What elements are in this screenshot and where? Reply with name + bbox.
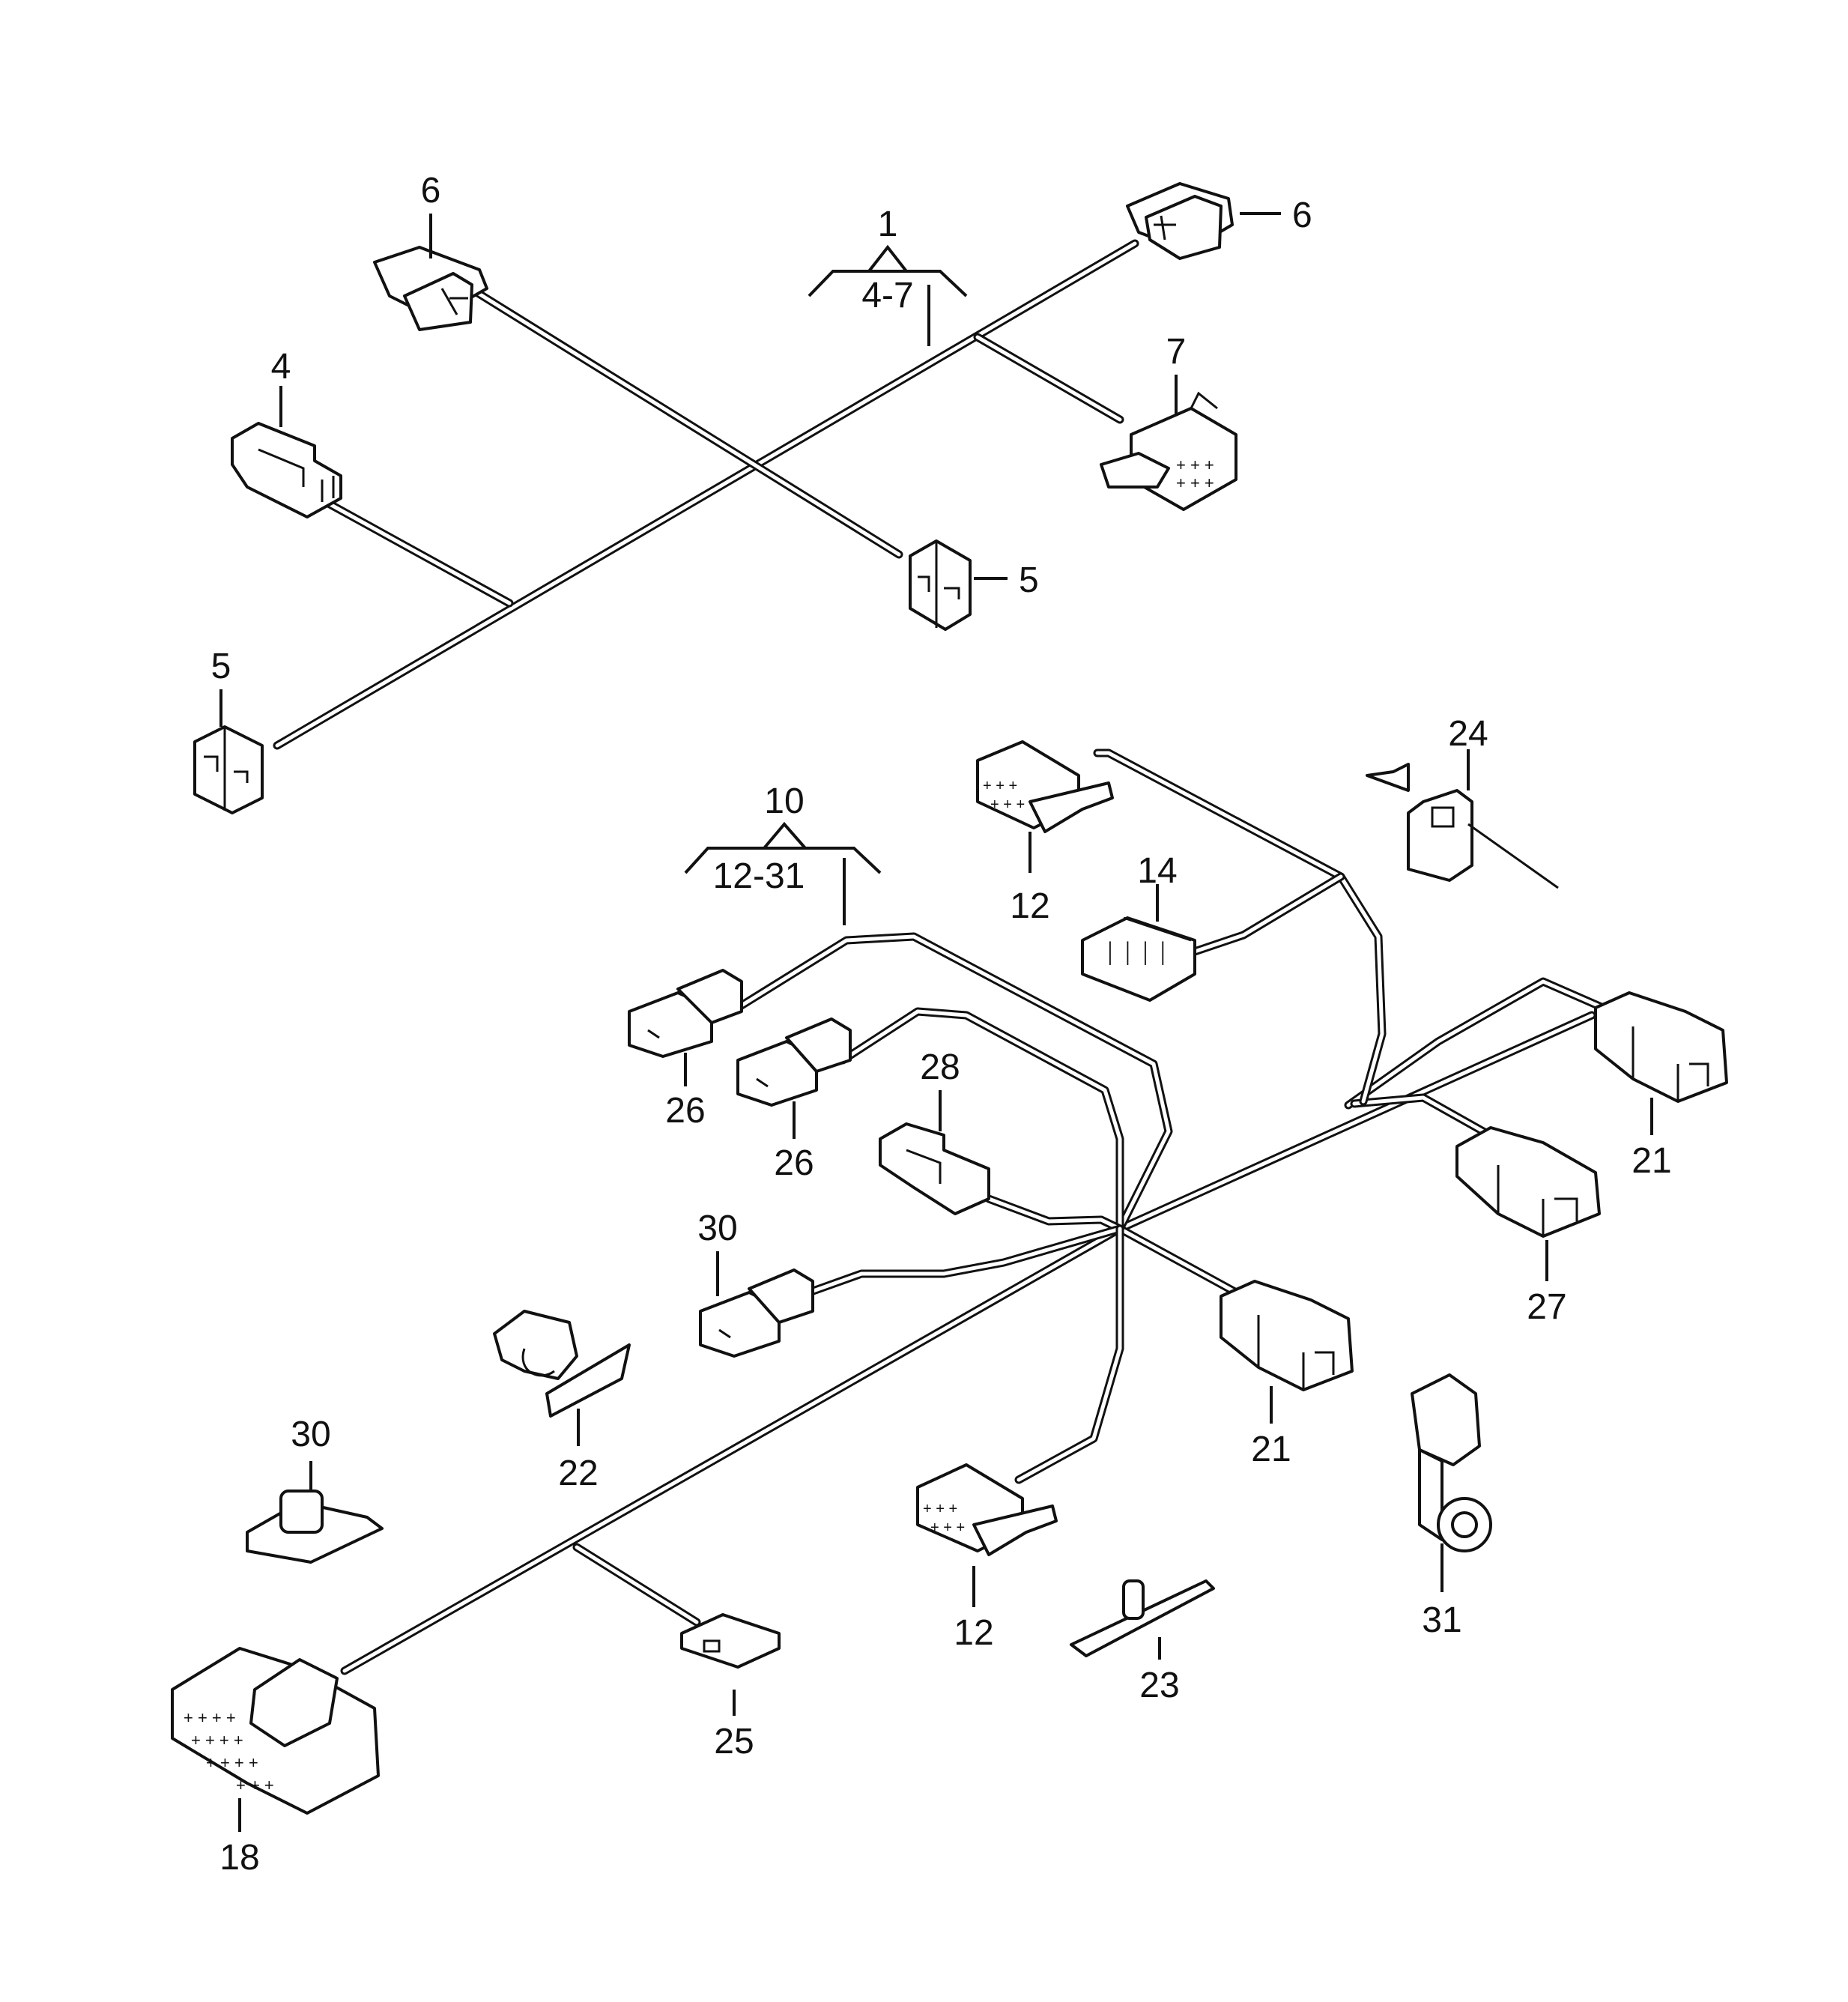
label-26-upper: 26 bbox=[665, 1091, 705, 1131]
label-5-left: 5 bbox=[211, 647, 231, 686]
label-22: 22 bbox=[558, 1454, 598, 1493]
label-26-lower: 26 bbox=[774, 1143, 814, 1183]
connector-6-left[interactable] bbox=[373, 246, 488, 331]
connector-12-lower[interactable]: + + + + + + bbox=[916, 1463, 1058, 1556]
connector-21-right[interactable] bbox=[1594, 991, 1728, 1103]
label-24: 24 bbox=[1448, 714, 1488, 754]
connector-24[interactable] bbox=[1366, 763, 1559, 889]
clip-22[interactable] bbox=[493, 1310, 631, 1418]
callout-6-right: 6 bbox=[1240, 196, 1312, 235]
svg-text:+ + +: + + + bbox=[990, 796, 1025, 813]
callout-25: 25 bbox=[714, 1690, 754, 1761]
label-18: 18 bbox=[219, 1838, 259, 1878]
callout-7: 7 bbox=[1166, 332, 1187, 416]
connector-7[interactable]: + + + + + + bbox=[1100, 391, 1237, 511]
callout-31: 31 bbox=[1422, 1543, 1462, 1640]
connector-26-upper[interactable] bbox=[628, 969, 743, 1058]
label-7: 7 bbox=[1166, 332, 1187, 372]
connector-18[interactable]: + + + + + + + + + + + + + + + bbox=[171, 1647, 380, 1815]
callout-12-upper: 12 bbox=[1010, 832, 1050, 926]
label-30-clip: 30 bbox=[291, 1415, 330, 1454]
svg-text:+ + + +: + + + + bbox=[184, 1708, 236, 1727]
svg-text:+ + +: + + + bbox=[983, 778, 1017, 794]
svg-text:+ + +: + + + bbox=[923, 1501, 957, 1517]
clip-30[interactable] bbox=[246, 1490, 384, 1564]
callout-5-left: 5 bbox=[211, 647, 231, 727]
label-21-center: 21 bbox=[1251, 1430, 1291, 1469]
connector-27[interactable] bbox=[1455, 1126, 1601, 1238]
connector-12-upper[interactable]: + + + + + + bbox=[976, 740, 1114, 833]
label-5-center: 5 bbox=[1019, 560, 1039, 600]
label-30-wired: 30 bbox=[697, 1209, 737, 1248]
connector-26-lower[interactable] bbox=[736, 1017, 852, 1107]
connector-6-right[interactable] bbox=[1126, 182, 1234, 260]
callout-30-clip: 30 bbox=[291, 1415, 331, 1491]
svg-text:+ + + +: + + + + bbox=[206, 1753, 258, 1772]
clip-31[interactable] bbox=[1411, 1373, 1492, 1552]
connector-21-center[interactable] bbox=[1220, 1280, 1354, 1391]
label-21-right: 21 bbox=[1632, 1141, 1671, 1181]
callout-6-left: 6 bbox=[421, 171, 441, 258]
group-10-range: 12-31 bbox=[713, 856, 805, 896]
callout-18: 18 bbox=[219, 1798, 260, 1878]
label-28: 28 bbox=[920, 1047, 960, 1087]
callout-4: 4 bbox=[271, 347, 291, 427]
callouts: 6 6 4 7 5 5 24 12 bbox=[211, 171, 1672, 1878]
label-6-left: 6 bbox=[421, 171, 441, 211]
svg-text:+ + +: + + + bbox=[930, 1519, 965, 1536]
connector-28[interactable] bbox=[879, 1122, 990, 1215]
label-6-right: 6 bbox=[1292, 196, 1312, 235]
svg-text:+ + +: + + + bbox=[236, 1776, 274, 1794]
harness-10-wires bbox=[340, 749, 1608, 1675]
label-12-lower: 12 bbox=[954, 1613, 993, 1653]
label-27: 27 bbox=[1527, 1287, 1566, 1327]
label-4: 4 bbox=[271, 347, 291, 387]
callout-12-lower: 12 bbox=[954, 1566, 994, 1653]
harness-1-wires bbox=[273, 239, 1139, 750]
callout-26-upper: 26 bbox=[665, 1053, 706, 1131]
connector-25[interactable] bbox=[680, 1613, 781, 1669]
callout-28: 28 bbox=[920, 1047, 960, 1131]
callout-27: 27 bbox=[1527, 1240, 1567, 1327]
svg-text:+ + +: + + + bbox=[1176, 456, 1214, 474]
svg-text:+ + +: + + + bbox=[1176, 474, 1214, 492]
callout-21-right: 21 bbox=[1632, 1098, 1672, 1181]
callout-22: 22 bbox=[558, 1409, 599, 1493]
callout-26-lower: 26 bbox=[774, 1101, 814, 1183]
group-1-label: 1 bbox=[878, 205, 898, 244]
harness-1: + + + + + + 1 4-7 bbox=[193, 182, 1237, 814]
connector-4[interactable] bbox=[231, 422, 342, 518]
connector-5-center[interactable] bbox=[909, 539, 972, 631]
label-25: 25 bbox=[714, 1722, 754, 1761]
connector-5-left[interactable] bbox=[193, 725, 264, 814]
harness-10: + + + + + + │ │ │ │ bbox=[171, 740, 1728, 1815]
callout-30-wired: 30 bbox=[697, 1209, 738, 1296]
label-31: 31 bbox=[1422, 1600, 1461, 1640]
connector-30-wired[interactable] bbox=[699, 1268, 814, 1358]
callout-24: 24 bbox=[1448, 714, 1488, 790]
label-14: 14 bbox=[1137, 851, 1177, 891]
group-10-bracket: 10 12-31 bbox=[684, 781, 882, 925]
group-10-label: 10 bbox=[764, 781, 804, 821]
label-23: 23 bbox=[1139, 1666, 1179, 1705]
group-1-bracket: 1 4-7 bbox=[808, 205, 968, 346]
callout-14: 14 bbox=[1137, 851, 1178, 922]
connector-14[interactable]: │ │ │ │ bbox=[1081, 916, 1196, 1002]
group-1-range: 4-7 bbox=[861, 276, 913, 315]
callout-21-center: 21 bbox=[1251, 1386, 1291, 1469]
svg-text:+ + + +: + + + + bbox=[191, 1731, 243, 1750]
callout-23: 23 bbox=[1139, 1637, 1180, 1705]
label-12-upper: 12 bbox=[1010, 886, 1049, 926]
callout-5-center: 5 bbox=[974, 560, 1039, 600]
clip-23[interactable] bbox=[1070, 1579, 1215, 1657]
svg-text:│ │ │ │: │ │ │ │ bbox=[1105, 941, 1170, 965]
